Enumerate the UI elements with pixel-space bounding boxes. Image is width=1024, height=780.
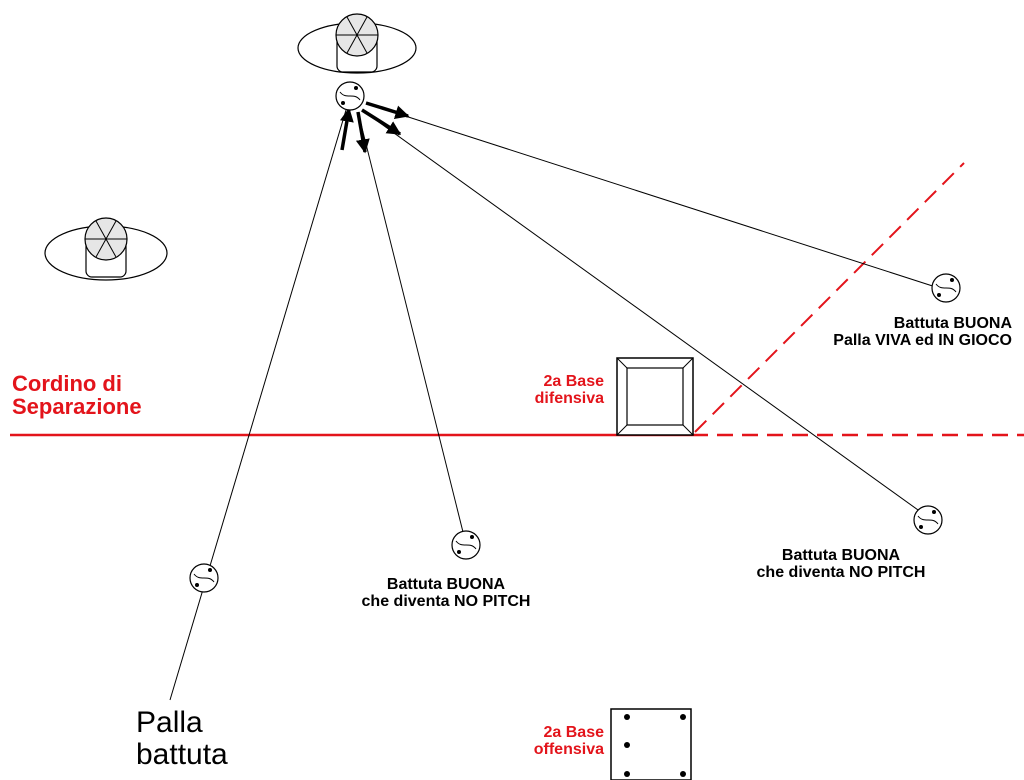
trajectory-right-high [367, 103, 946, 291]
arrow-down [355, 111, 370, 154]
arrow-right-high [365, 101, 410, 119]
defensive-base-icon [616, 357, 694, 436]
separator-label-line1: Cordino di [12, 371, 122, 396]
softball-icon [931, 273, 961, 303]
fielder-cap-icon [44, 217, 168, 281]
fair-live-label: Battuta BUONA Palla VIVA ed IN GIOCO [730, 315, 1012, 350]
arrow-right-low [361, 108, 402, 136]
softball-icon [335, 81, 365, 111]
trajectory-center [357, 111, 466, 541]
batted-ball-label-line1: Palla [136, 706, 203, 739]
offensive-base-label-line2: offensiva [533, 740, 604, 758]
batted-ball-label: Palla battuta [136, 707, 228, 770]
fair-live-label-line1: Battuta BUONA [893, 315, 1012, 332]
fair-nopitch-right-label: Battuta BUONA che diventa NO PITCH [710, 547, 972, 582]
softball-icon [451, 530, 481, 560]
fair-live-label-line2: Palla VIVA ed IN GIOCO [833, 331, 1012, 349]
offensive-base-label-line1: 2a Base [543, 724, 605, 741]
trajectory-right-low [361, 109, 926, 516]
softball-icon [913, 505, 943, 535]
defensive-base-label-line1: 2a Base [543, 373, 605, 390]
separator-label: Cordino di Separazione [12, 372, 142, 418]
fair-nopitch-right-label-line2: che diventa NO PITCH [756, 563, 926, 581]
separation-cord-diagonal [694, 162, 965, 433]
fielder-cap-icon [297, 13, 417, 74]
softball-icon [189, 563, 219, 593]
fair-nopitch-center-label-line2: che diventa NO PITCH [361, 592, 531, 610]
fair-nopitch-center-label: Battuta BUONA che diventa NO PITCH [315, 576, 577, 611]
arrow-up [339, 107, 354, 151]
offensive-base-label: 2a Base offensiva [490, 724, 605, 759]
trajectory-batted [169, 99, 350, 701]
batted-ball-label-line2: battuta [136, 737, 228, 771]
fair-nopitch-right-label-line1: Battuta BUONA [781, 547, 901, 564]
fair-nopitch-center-label-line1: Battuta BUONA [386, 576, 506, 593]
offensive-base-icon [610, 708, 692, 780]
separator-label-line2: Separazione [12, 394, 142, 420]
defensive-base-label-line2: difensiva [534, 389, 604, 407]
defensive-base-label: 2a Base difensiva [490, 373, 605, 408]
